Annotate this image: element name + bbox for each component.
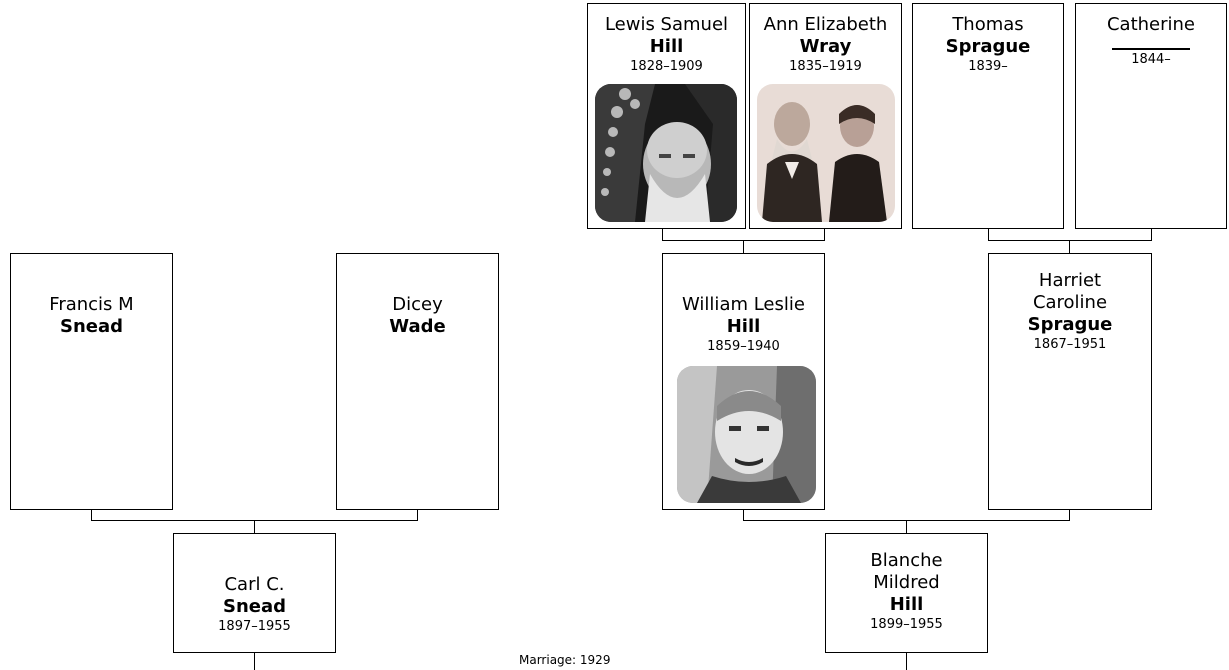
life-dates: 1844– <box>1131 52 1171 67</box>
connector-line <box>906 652 907 670</box>
connector-line <box>1069 509 1070 520</box>
surname: Hill <box>889 594 924 615</box>
surname: Snead <box>59 316 124 337</box>
first-name: Catherine <box>1106 14 1196 35</box>
connector-line <box>824 228 825 240</box>
person-card-carl[interactable]: Carl C. Snead 1897–1955 <box>173 533 336 653</box>
first-name: William Leslie <box>682 294 805 315</box>
surname: Hill <box>649 36 684 57</box>
person-card-dicey[interactable]: Dicey Wade <box>336 253 499 510</box>
connector-line <box>743 240 744 253</box>
connector-line <box>254 520 255 533</box>
life-dates: 1835–1919 <box>789 59 862 74</box>
life-dates: 1899–1955 <box>870 617 943 632</box>
connector-line <box>988 240 1152 241</box>
person-card-blanche[interactable]: Blanche Mildred Hill 1899–1955 <box>825 533 988 653</box>
first-name: Carl C. <box>224 574 285 595</box>
life-dates: 1859–1940 <box>707 339 780 354</box>
first-name: Harriet Caroline <box>1032 270 1108 313</box>
first-name: Lewis Samuel <box>604 14 729 35</box>
surname: Hill <box>726 316 761 337</box>
portrait-photo <box>595 84 737 222</box>
life-dates: 1828–1909 <box>630 59 703 74</box>
surname: Wade <box>389 316 446 337</box>
person-card-thomas[interactable]: Thomas Sprague 1839– <box>912 3 1064 229</box>
life-dates: 1839– <box>968 59 1008 74</box>
first-name: Thomas <box>952 14 1024 35</box>
life-dates: 1897–1955 <box>218 619 291 634</box>
person-card-catherine[interactable]: Catherine 1844– <box>1075 3 1227 229</box>
unknown-surname-line <box>1112 48 1190 50</box>
person-card-william[interactable]: William Leslie Hill 1859–1940 <box>662 253 825 510</box>
surname: Wray <box>799 36 852 57</box>
portrait-photo <box>677 366 816 503</box>
person-card-harriet[interactable]: Harriet Caroline Sprague 1867–1951 <box>988 253 1152 510</box>
portrait-photo <box>757 84 895 222</box>
connector-line <box>254 652 255 670</box>
person-card-ann[interactable]: Ann Elizabeth Wray 1835–1919 <box>749 3 902 229</box>
surname: Snead <box>222 596 287 617</box>
life-dates: 1867–1951 <box>1033 337 1107 352</box>
connector-line <box>906 520 907 533</box>
person-card-lewis[interactable]: Lewis Samuel Hill 1828–1909 <box>587 3 746 229</box>
first-name: Francis M <box>49 294 134 315</box>
marriage-label: Marriage: 1929 <box>519 653 611 667</box>
person-card-francis[interactable]: Francis M Snead <box>10 253 173 510</box>
connector-line <box>988 228 989 240</box>
first-name: Blanche Mildred <box>870 550 943 593</box>
connector-line <box>662 228 663 240</box>
connector-line <box>1151 228 1152 240</box>
first-name: Ann Elizabeth <box>763 14 888 35</box>
surname: Sprague <box>945 36 1031 57</box>
first-name: Dicey <box>392 294 443 315</box>
connector-line <box>743 509 744 520</box>
connector-line <box>417 509 418 520</box>
surname: Sprague <box>1027 314 1113 335</box>
connector-line <box>91 509 92 520</box>
connector-line <box>1069 240 1070 253</box>
